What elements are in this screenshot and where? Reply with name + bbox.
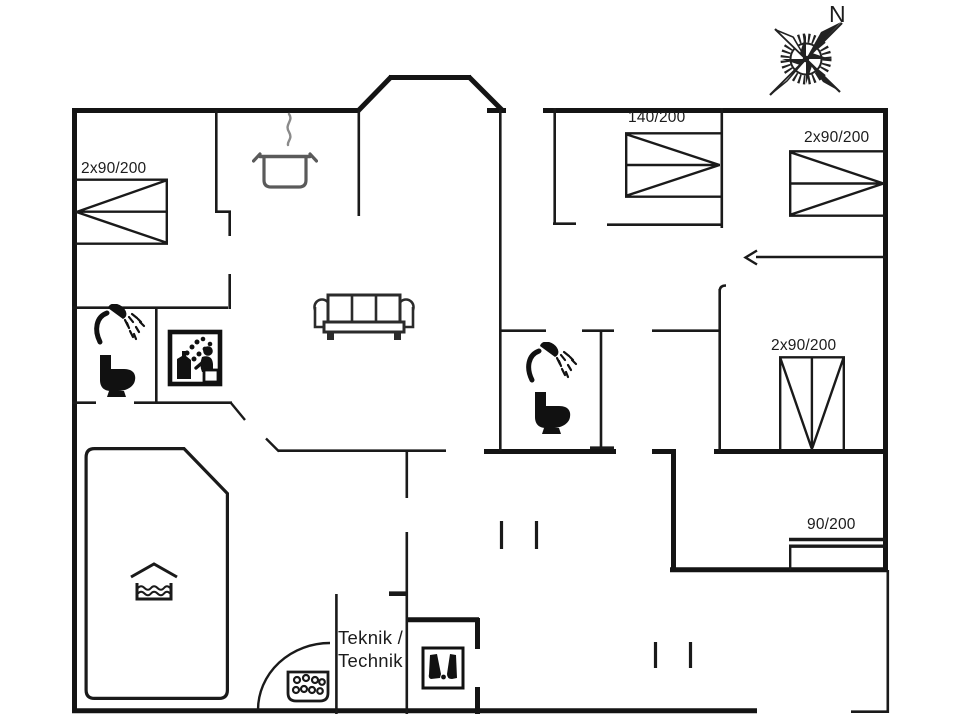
cooking-pot-icon	[252, 112, 318, 189]
bed-symbol-nw	[75, 178, 168, 245]
bed-size-label-se: 90/200	[807, 516, 856, 533]
walls-thick	[72, 74, 888, 714]
compass-north-label: N	[829, 1, 846, 27]
opening-dashes	[499, 521, 693, 668]
boots-icon	[421, 646, 465, 690]
bed-symbol-se-top	[789, 537, 886, 548]
walls-thin	[72, 108, 890, 714]
shower-icon	[526, 342, 578, 383]
door-swing-arc	[256, 641, 331, 711]
toilet-icon	[100, 355, 136, 397]
toilet-icon	[535, 392, 571, 434]
bed-symbol-ne	[789, 150, 885, 217]
bed-size-label-east: 2x90/200	[771, 337, 837, 354]
shower-icon	[94, 304, 146, 345]
bed-size-label-ne: 2x90/200	[804, 129, 870, 146]
room-label-technik-line1: Teknik /	[338, 627, 404, 648]
bed-size-label-ne-double: 140/200	[628, 109, 686, 126]
bed-size-label-nw: 2x90/200	[81, 160, 147, 177]
bed-symbol-east	[779, 356, 845, 450]
bed-symbol-ne-double	[625, 132, 721, 198]
fireplace-icon	[286, 670, 330, 703]
sauna-icon	[167, 329, 223, 387]
room-label-technik-line2: Technik	[338, 650, 403, 671]
compass-rose-icon	[769, 22, 843, 96]
swimming-pool-icon	[130, 562, 178, 601]
door-leaf-marks	[230, 249, 758, 453]
sofa-icon	[313, 293, 415, 340]
pool-outline	[84, 447, 229, 700]
